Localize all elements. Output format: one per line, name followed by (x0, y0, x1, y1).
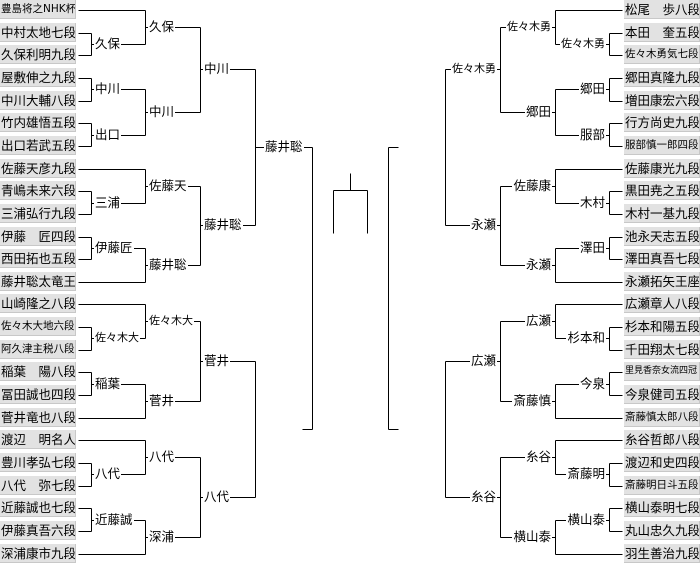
round-winner-label: 横山泰 (512, 529, 552, 545)
player-box[interactable]: 出口若武五段 (0, 136, 76, 155)
player-box[interactable]: 伊藤真吾六段 (0, 521, 76, 540)
player-box[interactable]: 丸山忠久九段 (624, 521, 700, 540)
player-box[interactable]: 中川大輔八段 (0, 91, 76, 110)
round-winner-label: 斎藤明 (566, 466, 606, 482)
round-winner-label: 郷田 (524, 104, 552, 120)
player-box[interactable]: 西田拓也五段 (0, 249, 76, 268)
round-winner-label: 久保 (148, 19, 176, 35)
round-winner-label: 藤井聡 (203, 217, 243, 233)
player-box[interactable]: 永瀬拓矢王座 (624, 272, 700, 291)
player-box[interactable]: 佐々木勇気七段 (624, 45, 700, 64)
player-box[interactable]: 増田康宏六段 (624, 91, 700, 110)
player-box[interactable]: 千田翔太七段 (624, 340, 700, 359)
player-box[interactable]: 稲葉 陽八段 (0, 362, 76, 381)
round-winner-label: 深浦 (148, 529, 176, 545)
player-box[interactable]: 池永天志五段 (624, 227, 700, 246)
round-winner-label: 中川 (148, 104, 176, 120)
player-box[interactable]: 佐藤康光九段 (624, 159, 700, 178)
round-winner-label: 佐々木勇 (560, 36, 606, 52)
player-box[interactable]: 伊藤 匠四段 (0, 227, 76, 246)
round-winner-label: 近藤誠 (94, 512, 134, 528)
player-box[interactable]: 今泉健司五段 (624, 385, 700, 404)
player-box[interactable]: 佐々木大地六段 (0, 317, 76, 336)
player-box[interactable]: 渡辺 明名人 (0, 430, 76, 449)
round-winner-label: 佐藤天 (148, 178, 188, 194)
round-winner-label: 佐藤康 (512, 178, 552, 194)
player-box[interactable]: 郷田真隆九段 (624, 68, 700, 87)
round-winner-label: 中川 (94, 81, 122, 97)
player-box[interactable]: 竹内雄悟五段 (0, 113, 76, 132)
round-winner-label: 藤井聡 (148, 257, 188, 273)
player-box[interactable]: 三浦弘行九段 (0, 204, 76, 223)
round-winner-label: 佐々木勇 (506, 19, 552, 35)
player-box[interactable]: 澤田真吾七段 (624, 249, 700, 268)
round-winner-label: 永瀬 (469, 217, 497, 233)
player-box[interactable]: 黒田尭之五段 (624, 181, 700, 200)
player-box[interactable]: 渡辺和史四段 (624, 453, 700, 472)
player-box[interactable]: 山崎隆之八段 (0, 294, 76, 313)
round-winner-label: 藤井聡 (264, 139, 304, 155)
player-box[interactable]: 久保利明九段 (0, 45, 76, 64)
round-winner-label: 澤田 (578, 240, 606, 256)
round-winner-label: 糸谷 (469, 489, 497, 505)
player-box[interactable]: 羽生善治九段 (624, 544, 700, 563)
round-winner-label: 出口 (94, 127, 122, 143)
player-box[interactable]: 斎藤明日斗五段 (624, 476, 700, 495)
round-winner-label: 服部 (578, 127, 606, 143)
player-box[interactable]: 杉本和陽五段 (624, 317, 700, 336)
round-winner-label: 菅井 (203, 353, 231, 369)
player-box[interactable]: 木村一基九段 (624, 204, 700, 223)
player-box[interactable]: 屋敷伸之九段 (0, 68, 76, 87)
round-winner-label: 佐々木大 (94, 330, 140, 346)
player-box[interactable]: 冨田誠也四段 (0, 385, 76, 404)
round-winner-label: 八代 (148, 449, 176, 465)
round-winner-label: 横山泰 (566, 512, 606, 528)
round-winner-label: 八代 (94, 466, 122, 482)
player-box[interactable]: 横山泰明七段 (624, 498, 700, 517)
round-winner-label: 斎藤慎 (512, 393, 552, 409)
player-box[interactable]: 阿久津主税八段 (0, 340, 76, 359)
player-box[interactable]: 豊島将之NHK杯 (0, 0, 76, 19)
player-box[interactable]: 深浦康市九段 (0, 544, 76, 563)
round-winner-label: 菅井 (148, 393, 176, 409)
round-winner-label: 佐々木勇 (451, 61, 497, 77)
round-winner-label: 稲葉 (94, 376, 122, 392)
player-box[interactable]: 本田 奎五段 (624, 23, 700, 42)
round-winner-label: 八代 (203, 489, 231, 505)
round-winner-label: 伊藤匠 (94, 240, 134, 256)
player-box[interactable]: 藤井聡太竜王 (0, 272, 76, 291)
player-box[interactable]: 中村太地七段 (0, 23, 76, 42)
round-winner-label: 中川 (203, 61, 231, 77)
player-box[interactable]: 佐藤天彦九段 (0, 159, 76, 178)
player-box[interactable]: 近藤誠也七段 (0, 498, 76, 517)
player-box[interactable]: 糸谷哲郎八段 (624, 430, 700, 449)
round-winner-label: 永瀬 (524, 257, 552, 273)
round-winner-label: 佐々木大 (148, 313, 194, 329)
round-winner-label: 杉本和 (566, 330, 606, 346)
player-box[interactable]: 松尾 歩八段 (624, 0, 700, 19)
round-winner-label: 糸谷 (524, 449, 552, 465)
player-box[interactable]: 行方尚史九段 (624, 113, 700, 132)
player-box[interactable]: 斎藤慎太郎八段 (624, 408, 700, 427)
round-winner-label: 広瀬 (469, 353, 497, 369)
player-box[interactable]: 菅井竜也八段 (0, 408, 76, 427)
round-winner-label: 久保 (94, 36, 122, 52)
round-winner-label: 木村 (578, 195, 606, 211)
round-winner-label: 今泉 (578, 376, 606, 392)
round-winner-label: 三浦 (94, 195, 122, 211)
round-winner-label: 広瀬 (524, 313, 552, 329)
player-box[interactable]: 豊川孝弘七段 (0, 453, 76, 472)
player-box[interactable]: 服部慎一郎四段 (624, 136, 700, 155)
player-box[interactable]: 里見香奈女流四冠 (624, 362, 700, 381)
round-winner-label: 郷田 (578, 81, 606, 97)
player-box[interactable]: 八代 弥七段 (0, 476, 76, 495)
player-box[interactable]: 広瀬章人八段 (624, 294, 700, 313)
player-box[interactable]: 青嶋未来六段 (0, 181, 76, 200)
